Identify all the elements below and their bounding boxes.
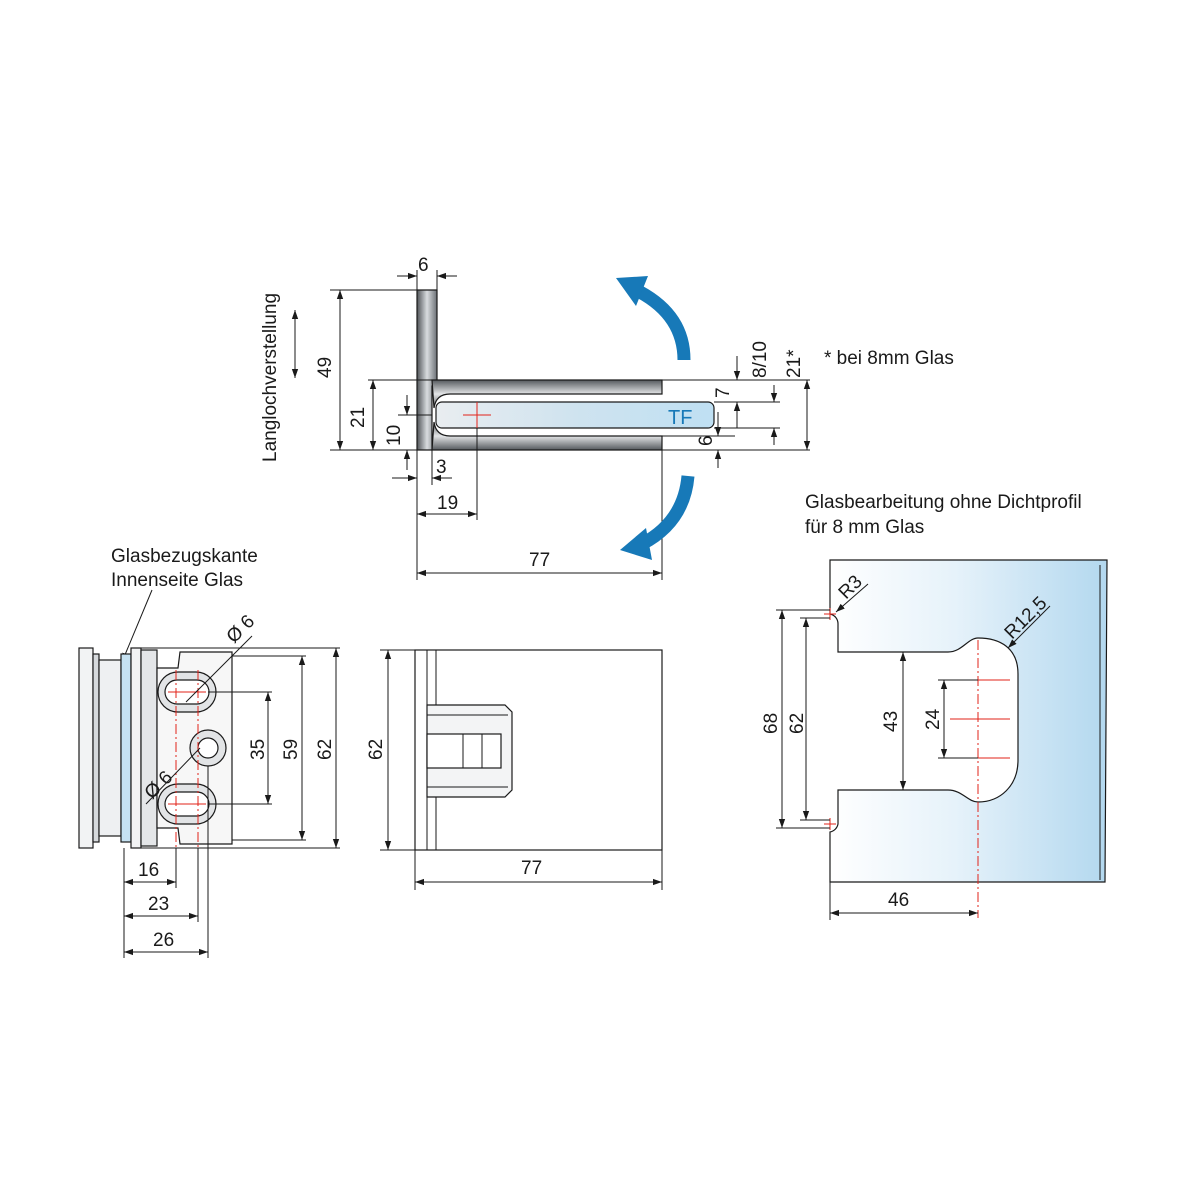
dim-right-21-star: 21* xyxy=(784,349,805,378)
glass-pane-side xyxy=(435,401,715,429)
front-dim-35: 35 xyxy=(248,739,269,760)
callout-line2: Innenseite Glas xyxy=(111,570,243,591)
glass-dim-24: 24 xyxy=(923,708,944,730)
front-dim-62: 62 xyxy=(315,739,336,760)
front-dim-59: 59 xyxy=(281,739,302,760)
front-dim-23: 23 xyxy=(148,894,169,915)
dim-height-10: 10 xyxy=(384,425,405,446)
front-dia-top: Ø 6 xyxy=(223,611,260,648)
callout-line1: Glasbezugskante xyxy=(111,546,258,567)
dim-top-6: 6 xyxy=(418,255,429,276)
front-dim-26: 26 xyxy=(153,930,174,951)
rotation-arrow-down xyxy=(638,475,695,550)
glass-title-line2: für 8 mm Glas xyxy=(805,517,924,538)
front-view: Glasbezugskante Innenseite Glas xyxy=(78,546,340,958)
top-dim-77: 77 xyxy=(521,858,542,879)
top-view: 62 77 xyxy=(366,649,663,890)
dim-right-7: 7 xyxy=(713,387,734,398)
dim-width-19: 19 xyxy=(437,493,458,514)
glass-note: * bei 8mm Glas xyxy=(824,348,954,369)
clamp-lower-jaw xyxy=(431,421,663,451)
side-vertical-label: Langlochverstellung xyxy=(260,293,281,462)
glass-title-line1: Glasbearbeitung ohne Dichtprofil xyxy=(805,492,1082,513)
glass-tf-label: TF xyxy=(668,407,692,429)
glass-dim-46: 46 xyxy=(888,890,909,911)
dim-width-77: 77 xyxy=(529,550,550,571)
glass-processing: Glasbearbeitung ohne Dichtprofil für 8 m… xyxy=(761,492,1108,920)
rotation-arrow-up xyxy=(636,286,691,361)
dim-right-6: 6 xyxy=(696,435,717,446)
dim-bottom-3: 3 xyxy=(436,457,447,478)
glass-dim-68: 68 xyxy=(761,713,782,734)
dim-right-8-10: 8/10 xyxy=(750,341,771,378)
top-dim-62: 62 xyxy=(366,739,387,760)
clamp-upper-jaw xyxy=(431,379,663,409)
glass-dim-62: 62 xyxy=(787,713,808,734)
glass-dim-43: 43 xyxy=(881,711,902,732)
glass-pane-cutout xyxy=(829,559,1108,883)
dim-height-49: 49 xyxy=(315,357,336,378)
side-view: Langlochverstellung TF 6 xyxy=(260,255,954,580)
dim-height-21: 21 xyxy=(348,407,369,428)
front-dim-16: 16 xyxy=(138,860,159,881)
